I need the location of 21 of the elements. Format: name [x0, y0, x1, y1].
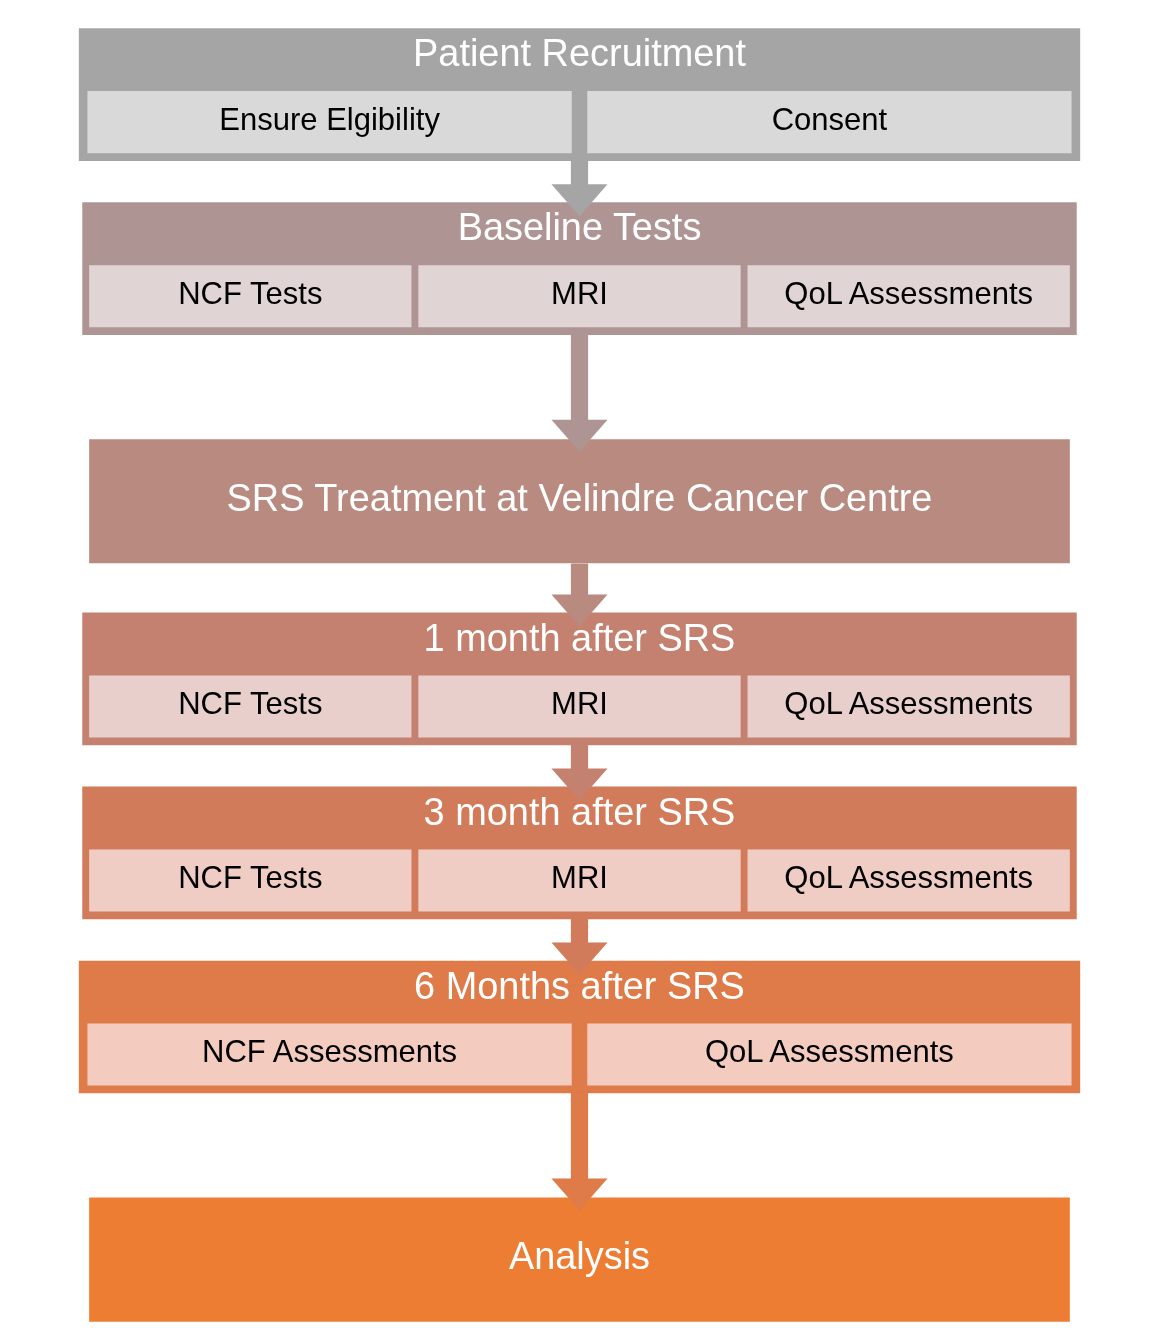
node-box: NCF Tests [89, 675, 412, 738]
arrow [551, 744, 608, 801]
arrow [551, 334, 608, 452]
node-box: MRI [418, 265, 741, 328]
node-box: QoL Assessments [747, 265, 1070, 328]
node-box: MRI [418, 675, 741, 738]
node-box: QoL Assessments [587, 1023, 1072, 1086]
arrow [551, 160, 608, 217]
node-box: QoL Assessments [747, 849, 1070, 912]
node-box: NCF Tests [89, 849, 412, 912]
node-box: NCF Tests [89, 265, 412, 328]
arrow [551, 563, 608, 627]
node-box: Ensure Elgibility [87, 91, 572, 154]
node-box: MRI [418, 849, 741, 912]
node-box: NCF Assessments [87, 1023, 572, 1086]
node-box: Consent [587, 91, 1072, 154]
node-box: QoL Assessments [747, 675, 1070, 738]
arrow [551, 918, 608, 975]
node-box: SRS Treatment at Velindre Cancer Centre [89, 439, 1070, 564]
arrow [551, 1092, 608, 1211]
node-box: Analysis [89, 1197, 1070, 1322]
